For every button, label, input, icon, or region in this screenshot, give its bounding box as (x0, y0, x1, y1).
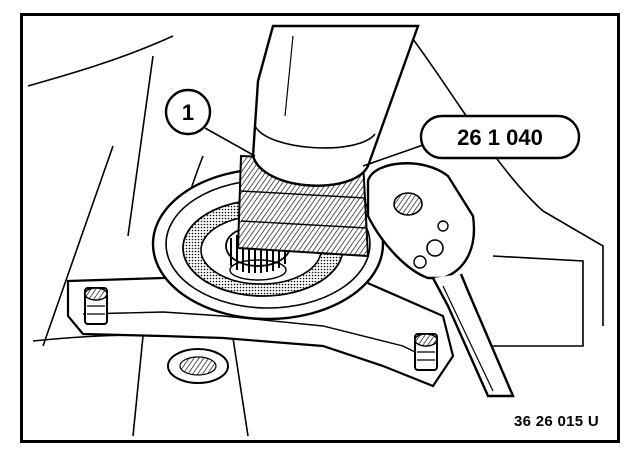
callout-part-label: 1 (182, 100, 194, 125)
mounting-bracket (66, 269, 455, 437)
callout-tool: 26 1 040 (362, 114, 581, 167)
figure-number: 36 26 015 U (513, 413, 599, 430)
callout-part-1: 1 (164, 88, 256, 157)
diagram-frame: 1 26 1 040 36 26 015 U (20, 13, 620, 443)
callout-tool-label: 26 1 040 (457, 125, 543, 150)
bolt-left (84, 287, 108, 325)
technical-illustration: 1 26 1 040 (27, 24, 604, 437)
lower-housing (167, 348, 229, 384)
ratchet-wrench (366, 162, 515, 398)
propeller-shaft-tube (251, 24, 420, 187)
bolt-right (414, 333, 438, 371)
